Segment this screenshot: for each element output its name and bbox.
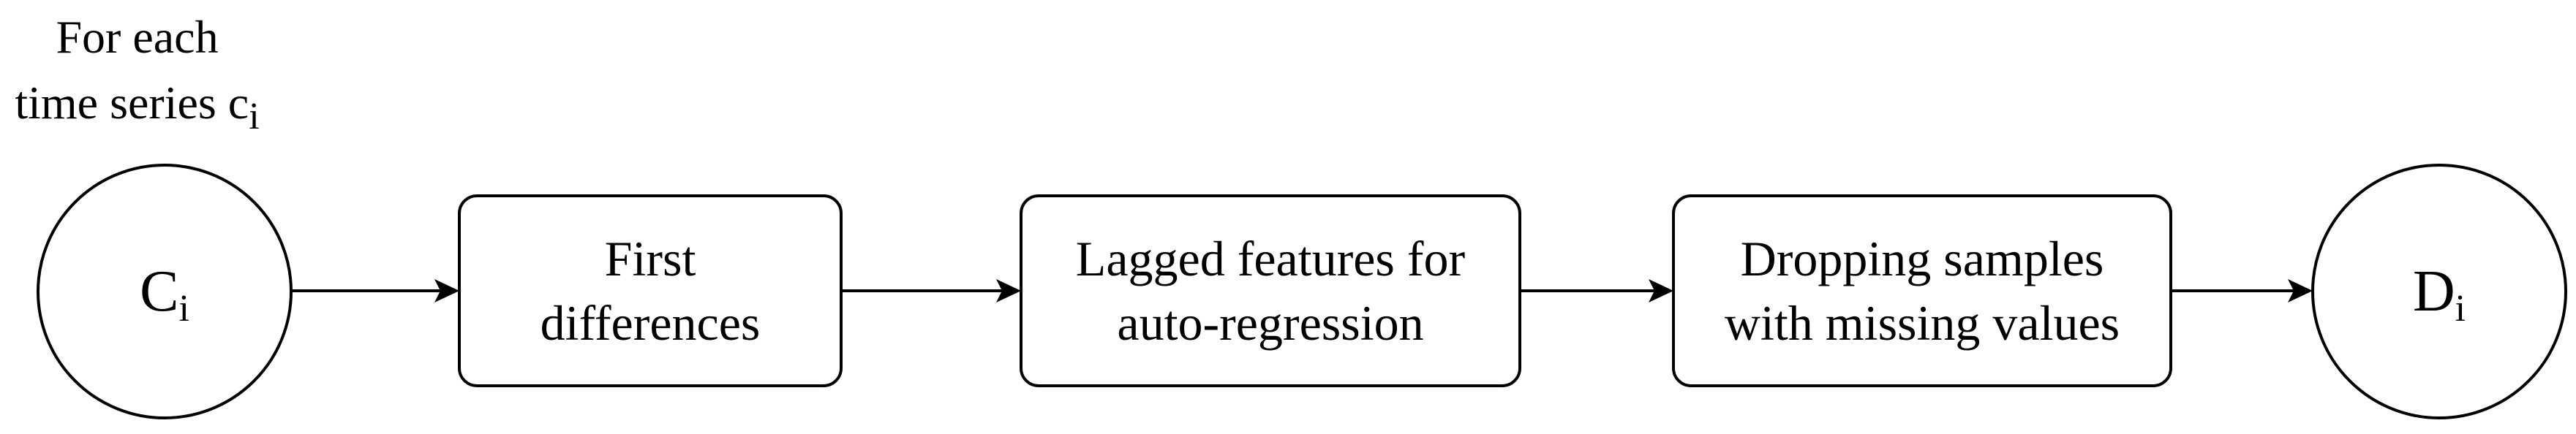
dropping-samples-label: Dropping samples with missing values (1725, 226, 2120, 355)
start-node-label: Ci (140, 259, 189, 328)
arrowhead-4 (2288, 279, 2313, 302)
end-node-letter: D (2412, 259, 2455, 324)
first-differences-line2: differences (540, 295, 761, 351)
caption-line2-text: time series c (15, 77, 249, 129)
caption-line1: For each (56, 11, 219, 63)
start-node-letter: C (140, 259, 179, 324)
caption-line2-sub: i (249, 96, 260, 137)
first-differences-line1: First (604, 231, 696, 286)
end-node-sub: i (2455, 288, 2466, 330)
dropping-samples-line1: Dropping samples (1740, 231, 2104, 286)
lagged-features-label: Lagged features for auto-regression (1076, 226, 1465, 355)
arrowhead-1 (434, 279, 459, 302)
diagram-caption: For each time series ci (0, 4, 274, 136)
dropping-samples-box: Dropping samples with missing values (1672, 194, 2172, 387)
lagged-features-line2: auto-regression (1117, 295, 1424, 351)
end-node-label: Di (2412, 259, 2466, 328)
caption-line2: time series ci (0, 70, 274, 136)
start-node: Ci (37, 164, 293, 419)
start-node-sub: i (178, 288, 189, 330)
end-node: Di (2311, 164, 2567, 419)
lagged-features-box: Lagged features for auto-regression (1020, 194, 1521, 387)
first-differences-box: First differences (458, 194, 843, 387)
dropping-samples-line2: with missing values (1724, 295, 2120, 351)
arrowhead-3 (1649, 279, 1673, 302)
arrowhead-2 (996, 279, 1021, 302)
first-differences-label: First differences (541, 226, 761, 355)
lagged-features-line1: Lagged features for (1075, 231, 1466, 286)
